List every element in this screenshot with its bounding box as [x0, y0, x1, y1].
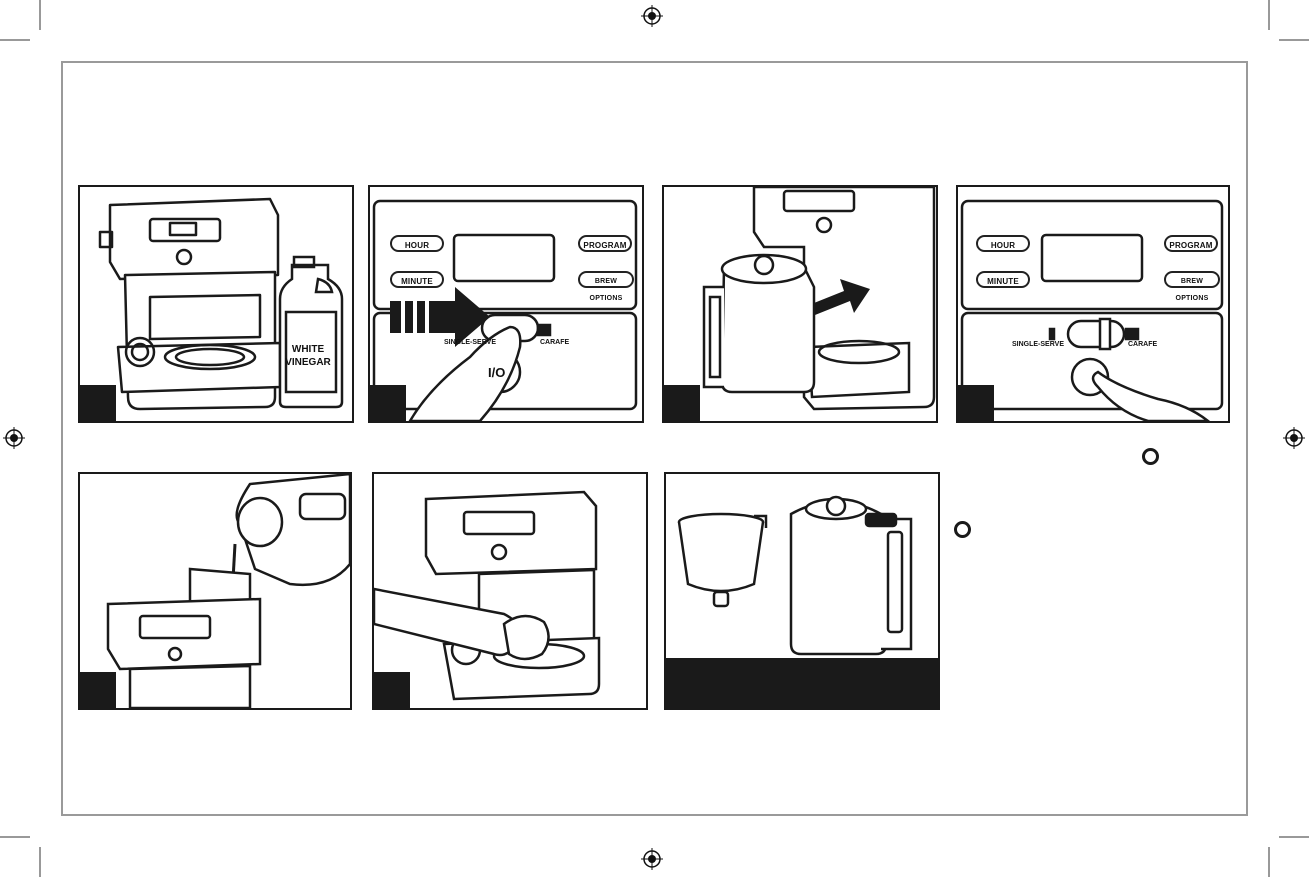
coffee-maker-vinegar-drawing [80, 187, 352, 421]
pouring-reservoir-drawing [80, 474, 350, 708]
step-4-illustration: HOUR MINUTE PROGRAM BREW OPTIONS SINGLE-… [956, 185, 1230, 423]
minute-button: MINUTE [390, 271, 444, 288]
minute-button: MINUTE [976, 271, 1030, 288]
step-7-illustration [664, 472, 940, 710]
vinegar-label: WHITE VINEGAR [276, 343, 340, 369]
program-button: PROGRAM [1164, 235, 1218, 252]
single-serve-label: SINGLE-SERVE [444, 339, 496, 346]
carafe-insert-drawing [664, 187, 936, 421]
step-2-illustration: HOUR MINUTE PROGRAM BREW OPTIONS SINGLE-… [368, 185, 644, 423]
step-number-badge [80, 385, 116, 421]
step-3-illustration [662, 185, 938, 423]
step-number-badge [80, 672, 116, 708]
step-6-illustration [372, 472, 648, 710]
off-ring-icon [1142, 448, 1159, 465]
filter-basket-carafe-drawing [666, 474, 938, 660]
program-button: PROGRAM [578, 235, 632, 252]
step-caption-bar [666, 658, 938, 708]
wiping-drawing [374, 474, 646, 708]
carafe-label: CARAFE [540, 339, 569, 346]
hour-button: HOUR [390, 235, 444, 252]
single-serve-label: SINGLE-SERVE [1012, 341, 1064, 348]
step-1-illustration: WHITE VINEGAR [78, 185, 354, 423]
step-number-badge [664, 385, 700, 421]
brew-options-button: BREW OPTIONS [1164, 271, 1220, 288]
step-number-badge [958, 385, 994, 421]
hour-button: HOUR [976, 235, 1030, 252]
step-number-badge [374, 672, 410, 708]
power-button-label: I/O [488, 365, 505, 380]
carafe-label: CARAFE [1128, 341, 1157, 348]
brew-options-button: BREW OPTIONS [578, 271, 634, 288]
off-ring-icon [954, 521, 971, 538]
step-number-badge [370, 385, 406, 421]
step-5-illustration [78, 472, 352, 710]
